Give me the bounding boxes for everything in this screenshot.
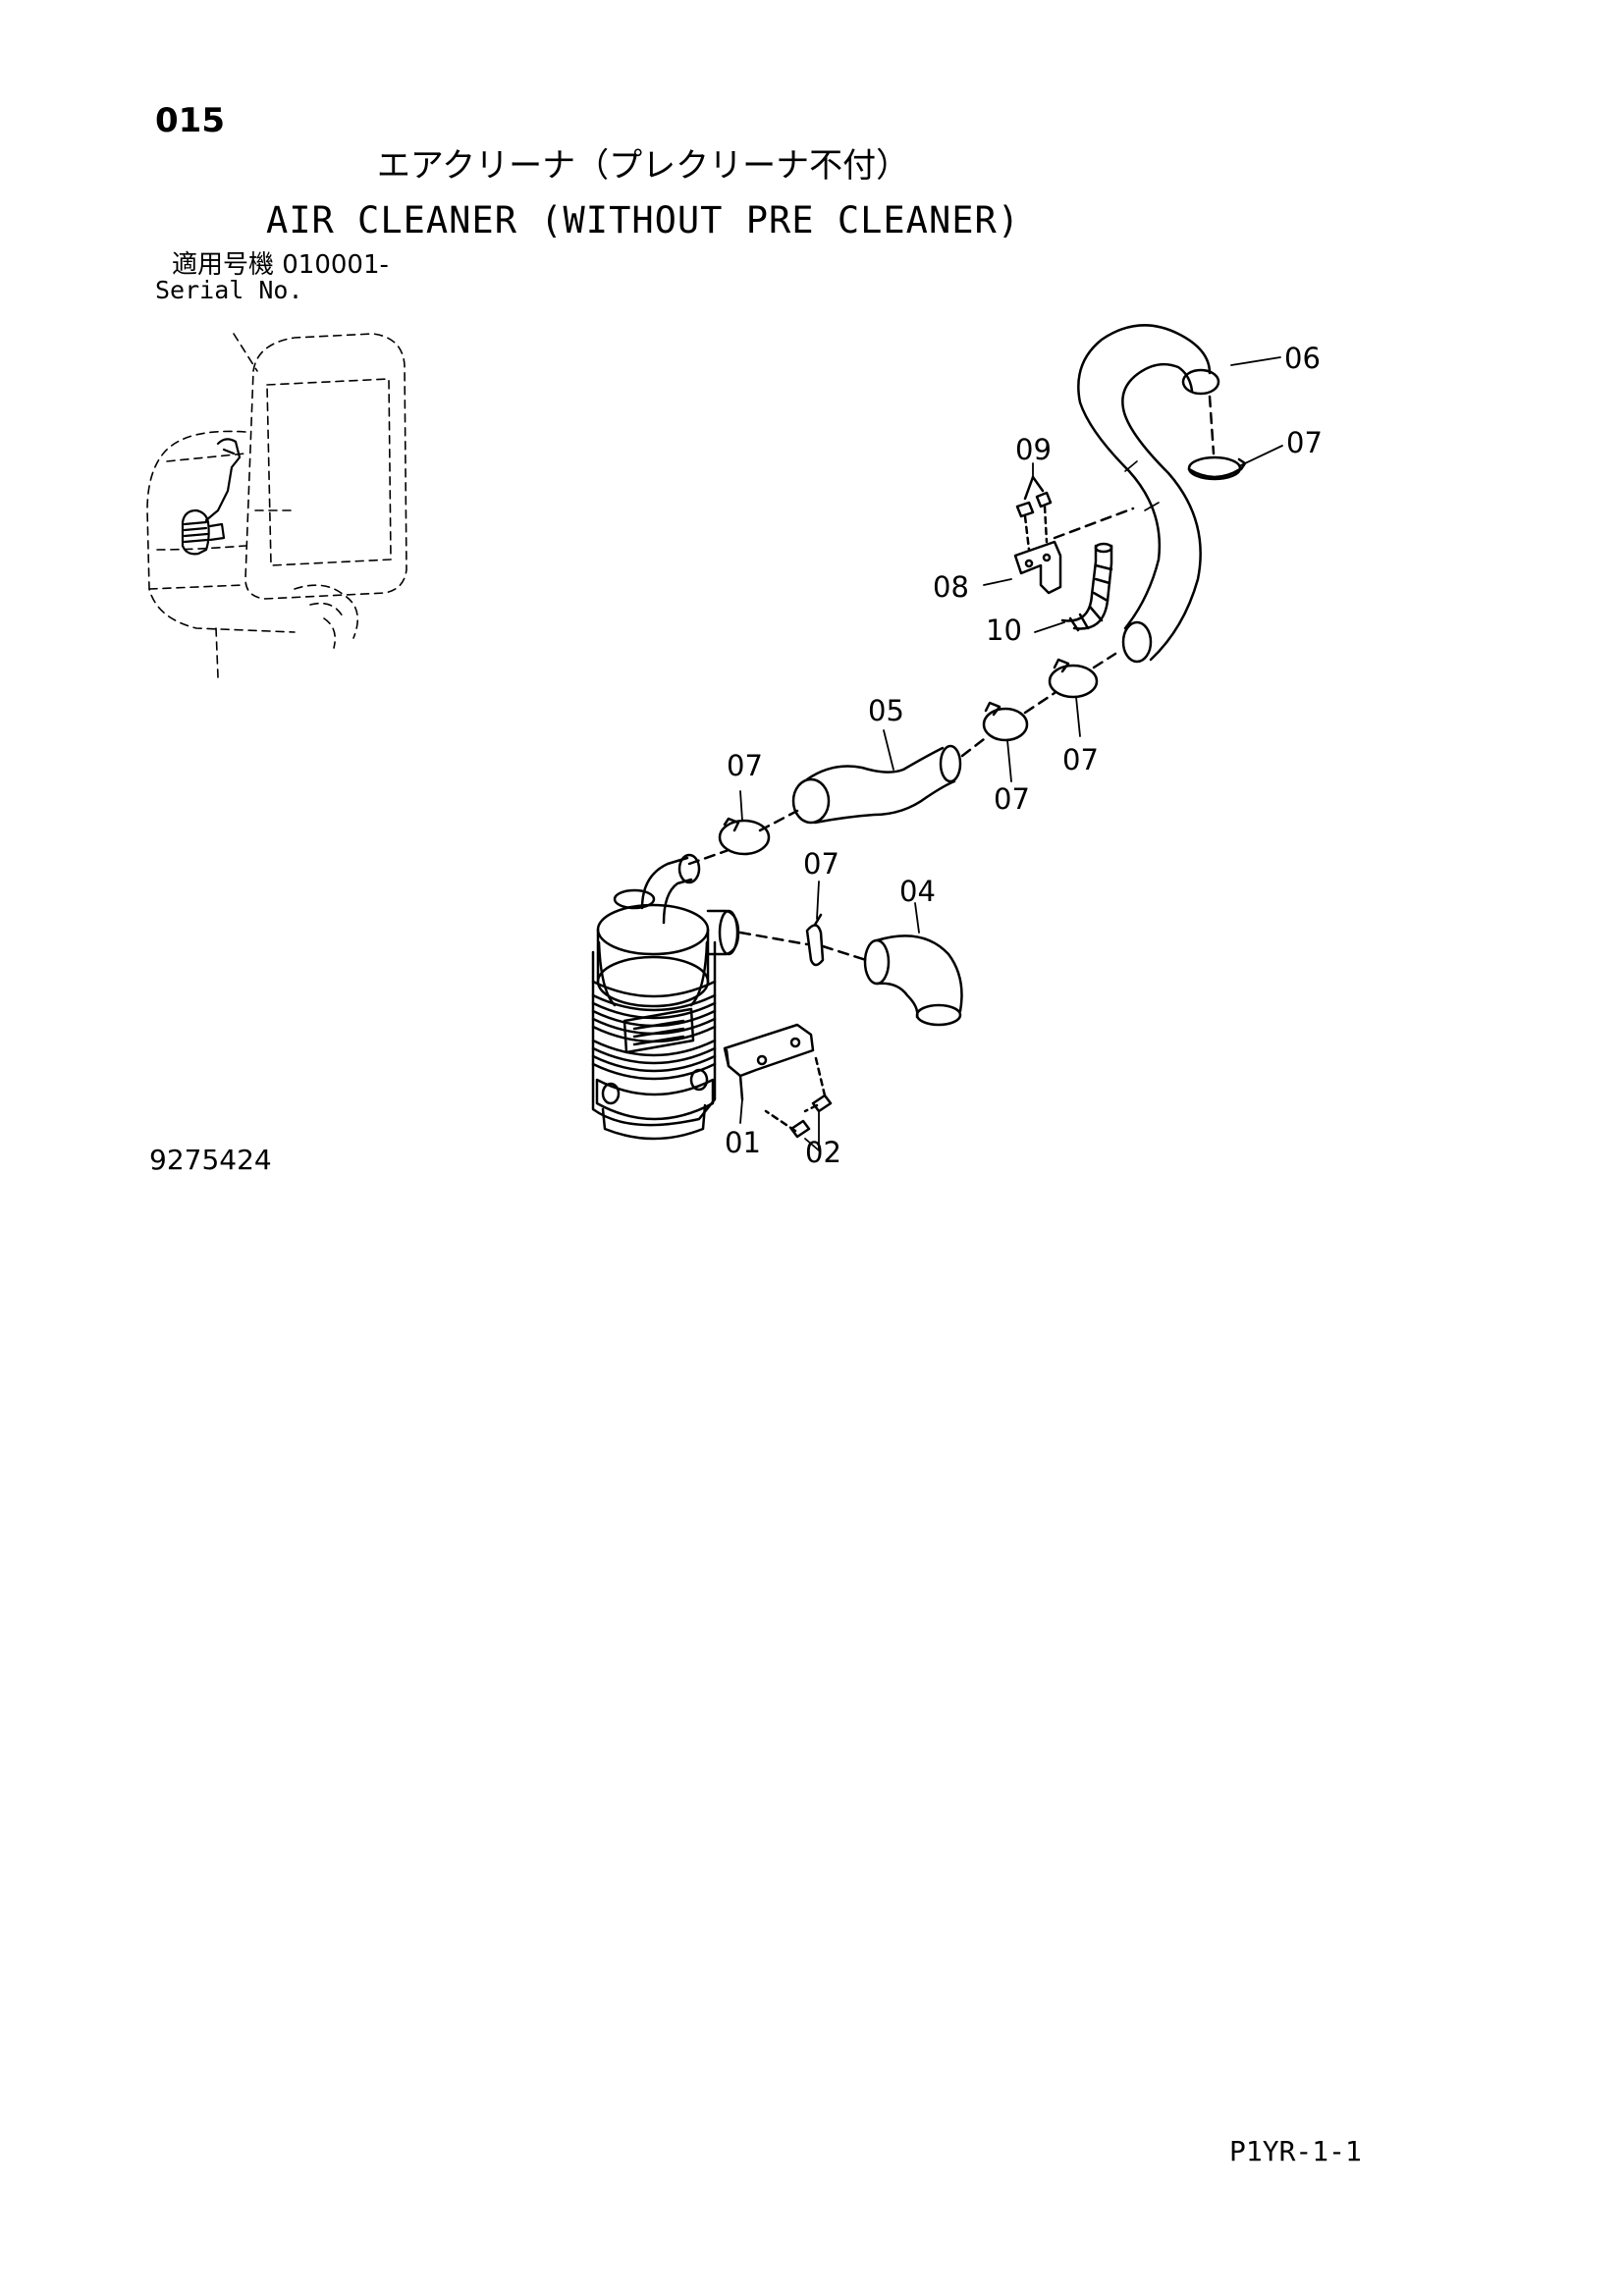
part-label-07: 07 xyxy=(1286,426,1323,459)
drawing-number: 9275424 xyxy=(149,1144,272,1176)
hose-05 xyxy=(791,744,962,825)
elbow-hose-04 xyxy=(863,934,963,1027)
page-code: P1YR-1-1 xyxy=(1229,2135,1362,2167)
part-label-07: 07 xyxy=(727,749,763,782)
air-cleaner-body xyxy=(591,853,740,1141)
hose-clamp-04 xyxy=(805,913,825,967)
part-label-09: 09 xyxy=(1015,433,1052,466)
part-number-labels: 06 07 09 08 10 05 07 07 07 07 04 01 02 xyxy=(725,342,1323,1169)
hose-clamp-06-lower xyxy=(1048,658,1099,699)
bolts-09 xyxy=(1015,475,1135,552)
bolts xyxy=(764,1052,833,1139)
page-title-japanese: エアクリーナ（プレクリーナ不付） xyxy=(376,146,910,186)
part-label-07: 07 xyxy=(803,847,839,881)
hose-clamp-06-upper xyxy=(1187,455,1247,481)
page-title-english: AIR CLEANER (WITHOUT PRE CLEANER) xyxy=(265,199,1021,241)
part-label-07: 07 xyxy=(994,782,1030,816)
serial-range-japanese: 適用号機 010001- xyxy=(172,250,389,280)
part-label-10: 10 xyxy=(986,614,1022,647)
part-label-02: 02 xyxy=(805,1136,841,1169)
page-number: 015 xyxy=(155,101,225,140)
part-label-07: 07 xyxy=(1062,743,1099,776)
mounting-bracket xyxy=(723,1023,815,1101)
part-label-01: 01 xyxy=(725,1126,761,1159)
leader-lines xyxy=(739,356,1283,1151)
part-label-05: 05 xyxy=(868,694,904,727)
hose-06 xyxy=(1077,324,1220,664)
part-label-06: 06 xyxy=(1284,342,1321,375)
serial-label: Serial No. xyxy=(155,276,303,304)
bracket-08 xyxy=(1013,540,1062,595)
machine-locator-thumbnail xyxy=(146,333,407,678)
part-label-08: 08 xyxy=(933,570,969,604)
hose-guard-10 xyxy=(1060,542,1113,632)
part-label-04: 04 xyxy=(899,875,936,908)
hose-clamp-05-lower xyxy=(718,817,771,856)
hose-clamp-05-upper xyxy=(982,701,1029,742)
